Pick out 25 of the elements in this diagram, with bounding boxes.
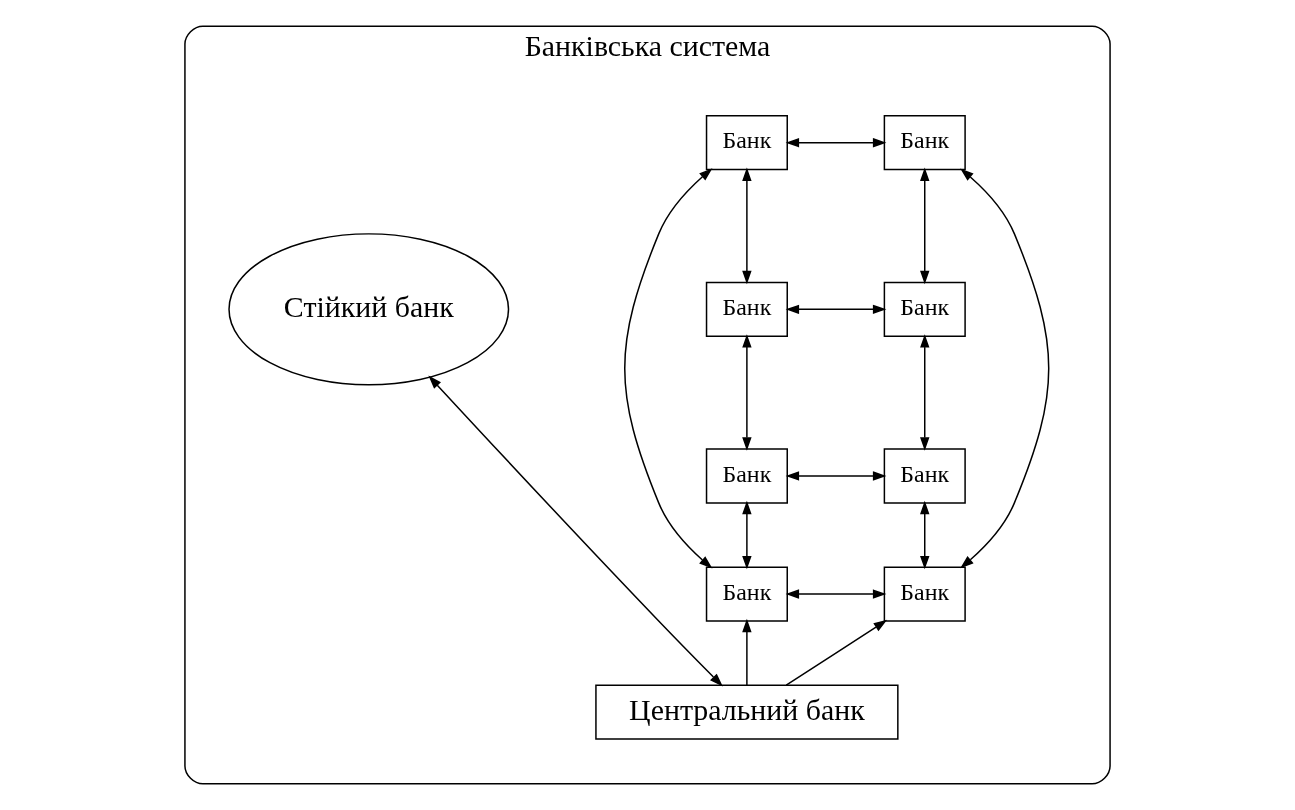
- arrow: [742, 500, 752, 570]
- arrow: [624, 168, 713, 569]
- arrow: [920, 334, 930, 451]
- arrow: [742, 167, 752, 285]
- node-box: Банк: [705, 566, 788, 622]
- arrow: [920, 500, 930, 570]
- arrow: [785, 138, 887, 148]
- node-box: Банк: [705, 448, 788, 504]
- arrow: [742, 334, 752, 451]
- arrow: [742, 618, 752, 686]
- node-ellipse: Стійкий банк: [228, 233, 510, 386]
- arrow: [785, 304, 887, 315]
- arrow: [785, 471, 887, 481]
- node-box: Банк: [883, 448, 966, 504]
- node-box: Центральний банк: [595, 684, 899, 740]
- arrow: [920, 167, 930, 285]
- node-box: Банк: [883, 115, 966, 171]
- node-box: Банк: [883, 281, 966, 337]
- arrow: [428, 375, 723, 687]
- arrow: [960, 168, 1050, 569]
- node-box: Банк: [883, 566, 966, 622]
- arrow: [785, 589, 887, 599]
- node-box: Банк: [705, 115, 788, 171]
- node-box: Банк: [705, 281, 788, 337]
- arrow: [785, 619, 888, 686]
